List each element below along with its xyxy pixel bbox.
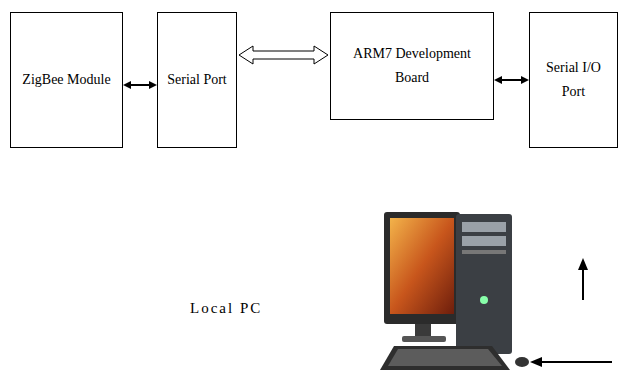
box-text: Serial Port: [161, 68, 233, 92]
component-box: ARM7 Development Board: [330, 12, 494, 120]
computer-picture: [380, 212, 529, 370]
component-box: ZigBee Module: [10, 12, 123, 148]
pc-label: Local PC: [190, 300, 262, 317]
component-box: Serial I/O Port: [529, 12, 618, 148]
component-box: Serial Port: [157, 12, 237, 148]
pc-link-arrows: [530, 258, 612, 367]
link-arrow: [239, 46, 328, 64]
box-text: ZigBee Module: [16, 68, 116, 92]
link-arrow: [494, 76, 529, 84]
box-text: Serial I/O Port: [530, 56, 617, 104]
link-arrow: [123, 81, 157, 89]
box-text: ARM7 Development Board: [331, 42, 493, 90]
